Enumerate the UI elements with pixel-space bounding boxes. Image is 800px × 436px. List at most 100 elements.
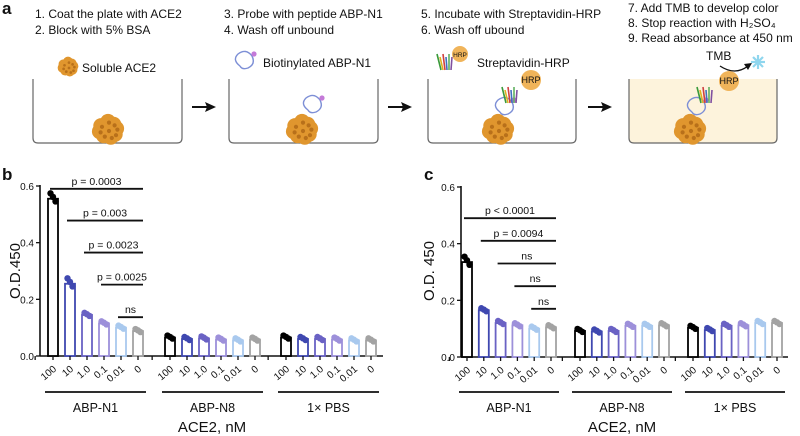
- reaction-arrowhead-icon: [744, 63, 752, 70]
- bar: [98, 322, 110, 357]
- hrp-circle: [521, 70, 541, 90]
- label-tmb: TMB: [706, 49, 731, 63]
- ace2-texture: [306, 123, 311, 128]
- x-tick-label: 0: [659, 365, 671, 377]
- ace2-texture: [695, 133, 701, 138]
- bar: [641, 324, 654, 358]
- ace2-texture: [62, 67, 65, 71]
- ace2-texture: [64, 70, 68, 73]
- data-point: [463, 257, 471, 264]
- ace2-texture: [489, 124, 495, 129]
- data-point: [234, 336, 242, 343]
- x-tick-label: 100: [39, 364, 59, 383]
- panel-label-c: c: [424, 165, 433, 184]
- ace2-texture: [303, 135, 308, 141]
- y-tick-label: 0.6: [441, 183, 455, 194]
- data-point: [576, 327, 584, 334]
- data-point: [757, 319, 764, 326]
- peptide-chain: [494, 96, 515, 116]
- data-point: [773, 319, 781, 326]
- panel-label-a: a: [2, 0, 12, 18]
- ace2-texture: [505, 127, 510, 132]
- ace2-texture: [300, 120, 306, 125]
- data-point: [251, 335, 259, 343]
- ace2-texture: [293, 124, 299, 129]
- x-tick-label: 1.0: [489, 365, 507, 383]
- label-biotinylated-peptide: Biotinylated ABP-N1: [263, 56, 371, 70]
- hrp-circle: [452, 46, 468, 62]
- bar: [511, 324, 524, 358]
- ace2-texture: [496, 120, 502, 125]
- peptide-bound-icon: [302, 94, 325, 114]
- data-point: [350, 336, 358, 343]
- y-tick-label: 0.2: [441, 296, 455, 307]
- x-tick-label: 1.0: [308, 364, 326, 382]
- data-point: [316, 335, 324, 342]
- data-point: [299, 335, 307, 342]
- ace2-texture: [113, 133, 119, 138]
- data-point: [49, 193, 57, 201]
- strep-strand: [501, 86, 507, 104]
- data-point: [367, 336, 375, 343]
- x-tick-label: 100: [679, 365, 699, 384]
- arrow-icon: [192, 102, 216, 112]
- step-7: 7. Add TMB to develop color: [628, 1, 779, 15]
- ace2-texture: [307, 133, 313, 138]
- ace2-texture: [496, 128, 502, 134]
- data-point: [282, 333, 290, 341]
- data-point: [217, 335, 225, 343]
- y-tick-label: 0.2: [20, 295, 34, 306]
- ace2-texture: [296, 134, 301, 139]
- peptide-icon: [234, 50, 257, 70]
- peptide-chain: [302, 94, 323, 114]
- step-9: 9. Read absorbance at 450 nm: [628, 31, 793, 45]
- panel-label-b: b: [2, 165, 12, 184]
- significance-label: ns: [530, 273, 541, 285]
- biotin-tag: [251, 51, 257, 57]
- ace2-texture: [502, 123, 507, 128]
- ace2-texture: [109, 135, 114, 141]
- ace2-texture: [63, 63, 66, 67]
- x-tick-label: 0.01: [338, 364, 360, 385]
- data-point: [497, 319, 504, 326]
- ace2-molecule-icon: [57, 56, 79, 77]
- significance-label: p = 0.0023: [89, 240, 139, 252]
- significance-label: p = 0.0003: [72, 176, 122, 188]
- strep-strand: [699, 89, 704, 104]
- label-soluble-ace2: Soluble ACE2: [82, 61, 156, 75]
- hrp-label: HRP: [719, 76, 738, 86]
- strep-strand: [710, 89, 713, 104]
- data-point: [706, 326, 713, 333]
- strep-strand: [504, 89, 509, 104]
- y-tick-label: 0.4: [20, 239, 34, 250]
- step-1: 1. Coat the plate with ACE2: [35, 7, 182, 21]
- ace2-texture: [102, 134, 107, 139]
- x-tick-label: 0: [250, 364, 262, 376]
- significance-label: ns: [125, 304, 136, 316]
- strep-strand: [702, 86, 706, 104]
- x-tick-label: 0.01: [105, 364, 127, 385]
- ace2-bound-icon: [673, 113, 707, 145]
- peptide-chain: [686, 96, 707, 116]
- ace2-texture: [680, 130, 685, 135]
- ace2-bound-icon: [91, 113, 125, 145]
- bar: [115, 326, 127, 357]
- arrow-icon: [588, 102, 612, 112]
- ace2-texture: [688, 120, 694, 125]
- x-tick-label: 10: [293, 364, 309, 380]
- x-tick-label: 100: [566, 365, 586, 384]
- ace2-texture: [112, 123, 117, 128]
- ace2-texture: [503, 133, 509, 138]
- streptavidin-bound-icon: [696, 86, 713, 104]
- x-tick-label: 10: [177, 364, 193, 380]
- data-point: [66, 278, 74, 286]
- group-label: 1× PBS: [714, 401, 757, 415]
- ace2-texture: [73, 65, 76, 69]
- bar: [47, 197, 59, 357]
- ace2-lobe: [68, 61, 79, 72]
- ace2-texture: [688, 128, 694, 134]
- well-4: [628, 79, 778, 144]
- biotin-tag: [319, 95, 325, 101]
- y-axis-label: O.D. 450: [421, 241, 438, 301]
